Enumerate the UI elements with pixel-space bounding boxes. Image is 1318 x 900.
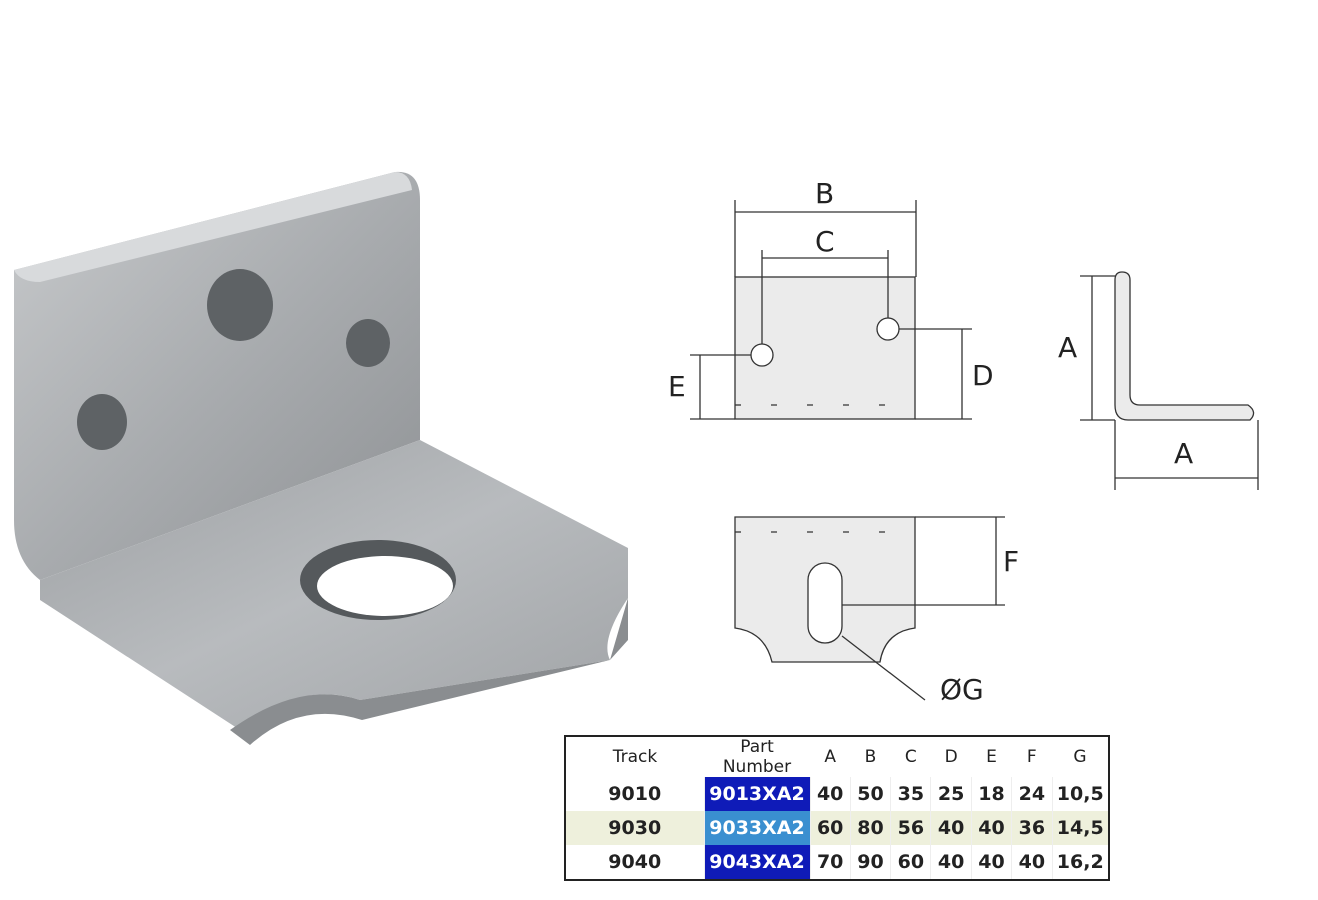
cell: 40 [930,811,972,845]
cell: 50 [849,777,891,811]
cell: 40 [930,845,972,880]
cell: 14,5 [1051,811,1109,845]
dim-label-c: C [815,225,835,258]
cell: 80 [849,811,891,845]
table-row: 9040 9043XA2 70 90 60 40 40 40 16,2 [564,845,1109,880]
dim-label-f: F [1003,545,1020,578]
cell: 16,2 [1051,845,1109,880]
table-row: 9010 9013XA2 40 50 35 25 18 24 10,5 [564,777,1109,811]
cell: 70 [809,845,851,880]
side-view-drawing [1080,271,1259,490]
cell: 25 [930,777,972,811]
cell-track: 9030 [564,811,704,845]
col-header: C [904,747,917,767]
col-header: G [1073,747,1087,767]
col-header: A [824,747,836,767]
col-header: D [944,747,958,767]
cell: 40 [970,845,1012,880]
col-header: F [1026,747,1037,767]
cell-part-number: 9043XA2 [703,845,810,880]
bracket-3d-render [14,171,628,745]
cell-part-number: 9013XA2 [703,777,810,811]
cell: 40 [1011,845,1052,880]
dim-label-a-vertical: A [1058,331,1078,364]
cell: 10,5 [1051,777,1109,811]
cell: 60 [890,845,931,880]
table-header-row: Track Part Number A B C D E F G [565,736,1109,777]
cell-track: 9040 [564,845,704,880]
cell: 56 [890,811,931,845]
dim-label-d: D [972,359,994,392]
cell: 60 [809,811,851,845]
dim-label-a-horizontal: A [1174,437,1194,470]
col-header: B [864,747,877,767]
cell-track: 9010 [564,777,704,811]
bottom-view-drawing [734,516,1005,701]
dim-label-g: ØG [940,673,984,706]
col-header: Part Number [722,737,792,777]
cell: 18 [970,777,1012,811]
cell: 36 [1011,811,1052,845]
cell: 90 [849,845,891,880]
table-row: 9030 9033XA2 60 80 56 40 40 36 14,5 [564,811,1109,845]
cell: 40 [970,811,1012,845]
front-view-drawing [690,200,972,420]
dim-label-b: B [815,177,835,210]
col-header: Track [612,747,658,767]
dim-label-e: E [668,370,686,403]
col-header: E [986,747,997,767]
cell: 35 [890,777,931,811]
cell: 24 [1011,777,1052,811]
spec-table: Track Part Number A B C D E F G 9010 901… [564,735,1110,881]
cell: 40 [809,777,851,811]
cell-part-number: 9033XA2 [703,811,810,845]
